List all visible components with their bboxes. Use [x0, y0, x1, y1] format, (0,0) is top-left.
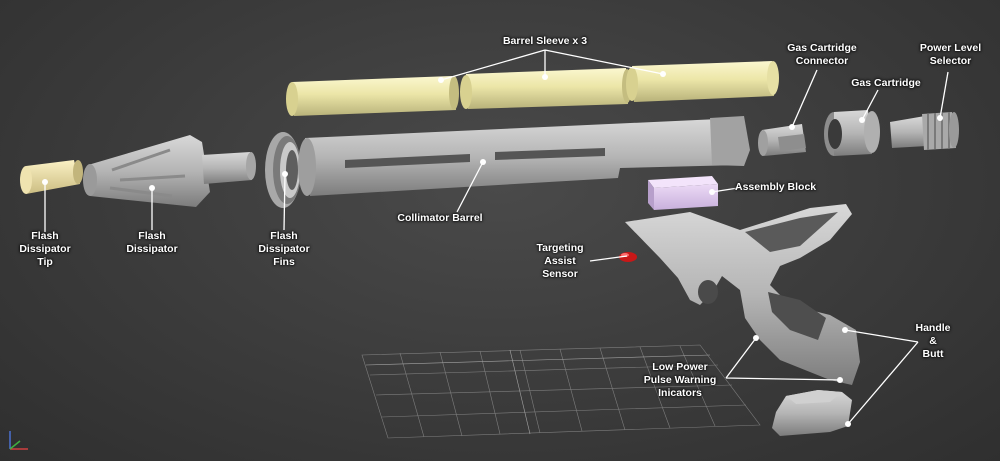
barrel-sleeve-2 [460, 68, 632, 109]
leader-dots [42, 71, 943, 427]
axis-gizmo-icon [9, 431, 28, 450]
barrel-sleeve-3 [626, 61, 779, 102]
label-handle-butt: Handle & Butt [915, 322, 951, 360]
flash-dissipator-fins [265, 132, 301, 208]
gas-cartridge-connector [758, 124, 806, 156]
label-gas-cartridge: Gas Cartridge [851, 77, 921, 89]
label-flash-dissipator-fins: Flash Dissipator Fins [258, 230, 310, 268]
barrel-sleeves [286, 61, 779, 116]
label-flash-dissipator-tip: Flash Dissipator Tip [19, 230, 71, 268]
label-power-level-selector: Power Level Selector [919, 42, 982, 67]
ground-grid [361, 344, 761, 439]
gas-cartridge [824, 110, 880, 156]
label-targeting-assist-sensor: Targeting Assist Sensor [536, 242, 584, 280]
label-gas-cartridge-connector: Gas Cartridge Connector [787, 42, 857, 67]
power-level-selector [890, 112, 959, 150]
assembly-block [648, 176, 718, 210]
label-assembly-block: Assembly Block [735, 181, 817, 193]
flash-dissipator-tip [20, 160, 83, 194]
label-flash-dissipator: Flash Dissipator [126, 230, 178, 255]
collimator-barrel [298, 116, 750, 196]
flash-dissipator [83, 135, 256, 207]
leader-lines [44, 49, 949, 425]
label-barrel-sleeve: Barrel Sleeve x 3 [502, 35, 588, 47]
label-collimator-barrel: Collimator Barrel [397, 212, 483, 224]
barrel-sleeve-1 [286, 76, 459, 116]
label-low-power-warning: Low Power Pulse Warning Inicators [643, 361, 717, 399]
handle-and-butt [625, 204, 860, 436]
